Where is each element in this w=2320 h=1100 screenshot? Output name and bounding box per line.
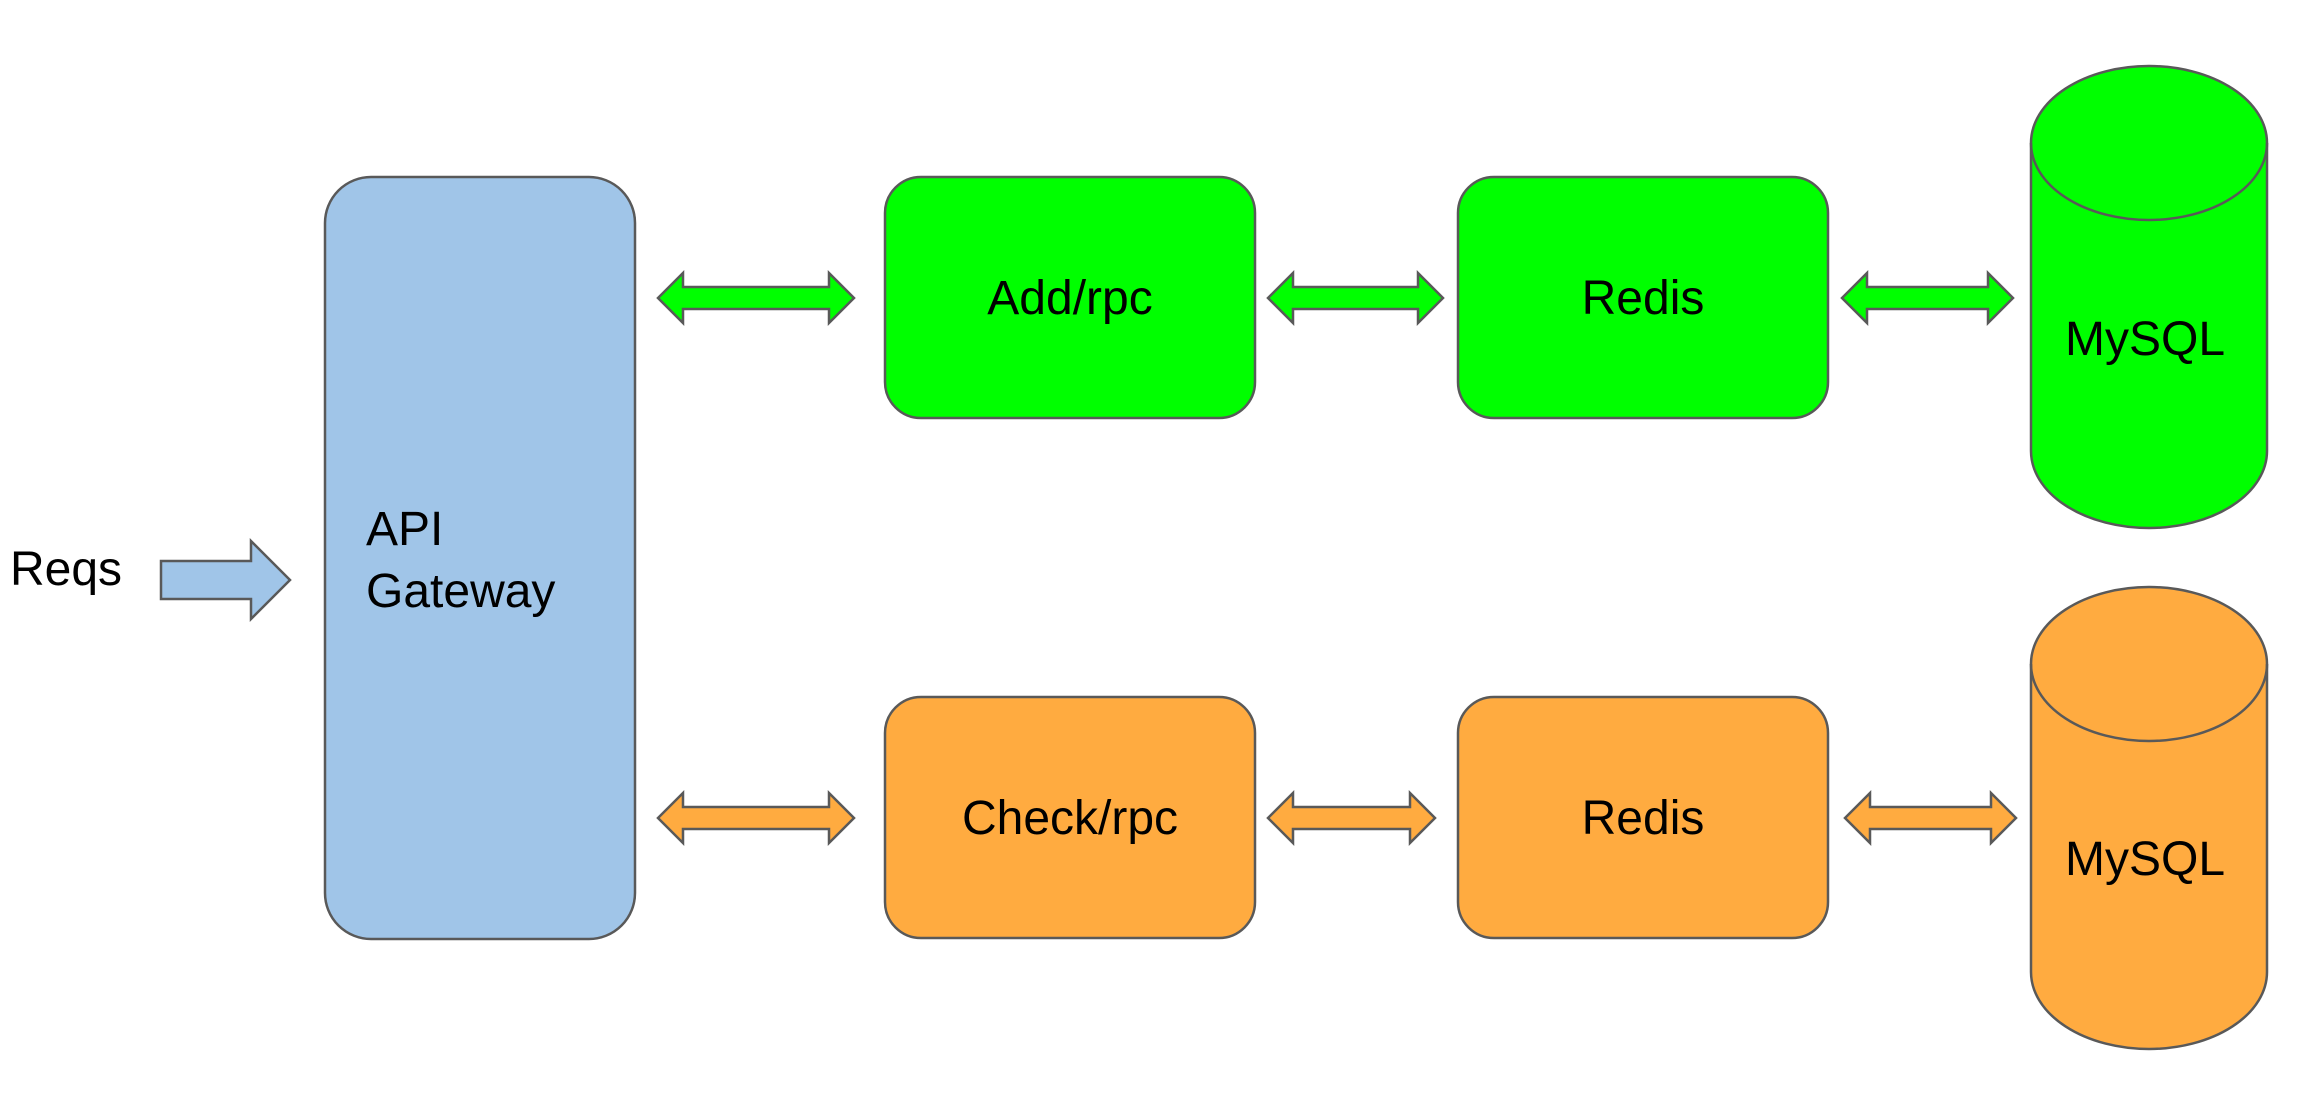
gateway-check-double-arrow [656, 789, 856, 847]
check-mysql-cylinder [2029, 585, 2269, 1051]
check-redis-box [1456, 695, 1830, 940]
add-rpc-box [883, 175, 1257, 420]
redis-add-mysql-double-arrow [1840, 269, 2015, 327]
add-mysql-cylinder [2029, 64, 2269, 530]
check-redis-label: Redis [1582, 792, 1705, 845]
check-redis-double-arrow [1266, 789, 1437, 847]
request-arrow [159, 537, 292, 623]
api-gateway-label-line1: API [366, 503, 443, 556]
api-gateway-box [323, 175, 637, 941]
check-rpc-box [883, 695, 1257, 940]
add-redis-label: Redis [1582, 272, 1705, 325]
add-mysql-label: MySQL [2065, 313, 2225, 366]
gateway-add-double-arrow [656, 269, 856, 327]
requests-label: Reqs [10, 543, 122, 596]
redis-check-mysql-double-arrow [1843, 789, 2018, 847]
add-redis-box [1456, 175, 1830, 420]
check-rpc-label: Check/rpc [962, 792, 1178, 845]
add-redis-double-arrow [1266, 269, 1445, 327]
add-rpc-label: Add/rpc [987, 272, 1152, 325]
api-gateway-label-line2: Gateway [366, 565, 555, 618]
check-mysql-label: MySQL [2065, 833, 2225, 886]
